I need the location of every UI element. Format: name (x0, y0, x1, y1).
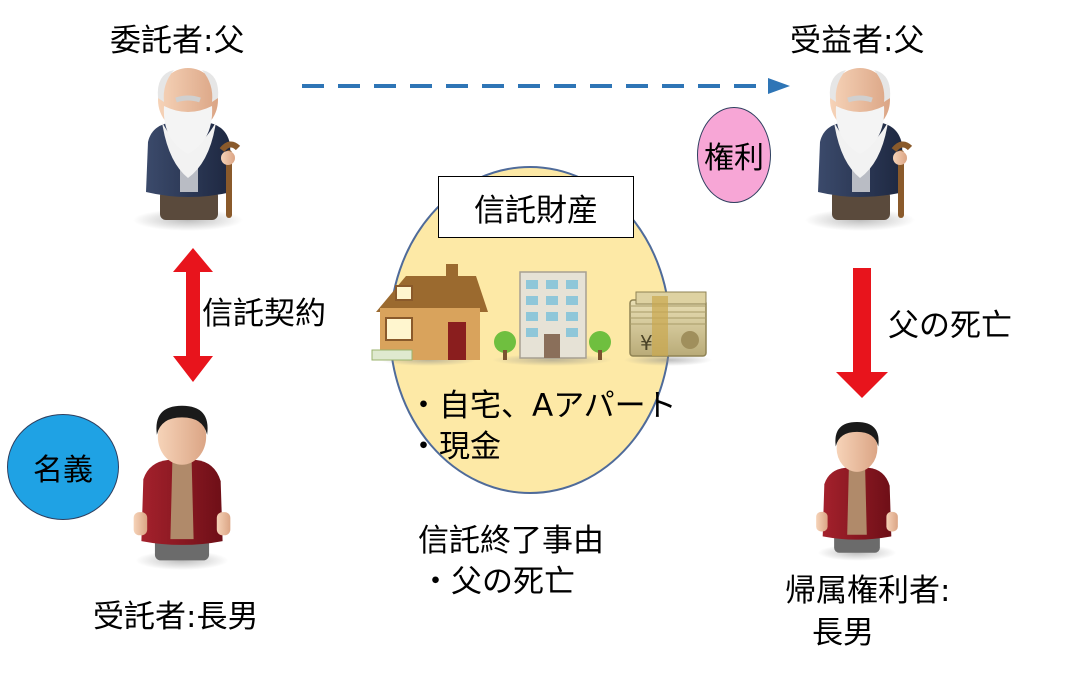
money-stack-icon (624, 291, 712, 366)
rights-badge: 権利 (697, 107, 771, 203)
apartment-icon (492, 271, 612, 366)
settlor-label: 委託者:父 (110, 23, 245, 59)
contract-double-arrow (173, 248, 213, 382)
young-man-icon (816, 422, 898, 561)
contract-label: 信託契約 (202, 296, 326, 332)
trustee-label: 受託者:長男 (93, 599, 259, 635)
trust-property-box: 信託財産 (438, 176, 634, 238)
trust-property-item: ・自宅、Aアパート (408, 388, 677, 424)
benefit-arrow (302, 78, 790, 94)
trust-property-item: ・現金 (408, 429, 501, 465)
money-symbol: ¥ (640, 331, 653, 355)
termination-title: 信託終了事由 (418, 523, 604, 559)
trust-property-title: 信託財産 (474, 192, 598, 229)
title-badge: 名義 (7, 414, 119, 520)
death-label: 父の死亡 (888, 308, 1012, 344)
old-man-icon (133, 68, 243, 231)
young-man-icon (133, 405, 231, 571)
termination-item: ・父の死亡 (420, 564, 575, 600)
house-icon (371, 264, 488, 366)
vested-holder-label-line2: 長男 (812, 615, 874, 651)
rights-badge-label: 権利 (704, 141, 764, 176)
title-badge-label: 名義 (33, 453, 93, 488)
beneficiary-label: 受益者:父 (790, 23, 925, 59)
death-down-arrow (836, 268, 888, 398)
old-man-icon (805, 68, 915, 231)
vested-holder-label-line1: 帰属権利者: (785, 573, 951, 609)
